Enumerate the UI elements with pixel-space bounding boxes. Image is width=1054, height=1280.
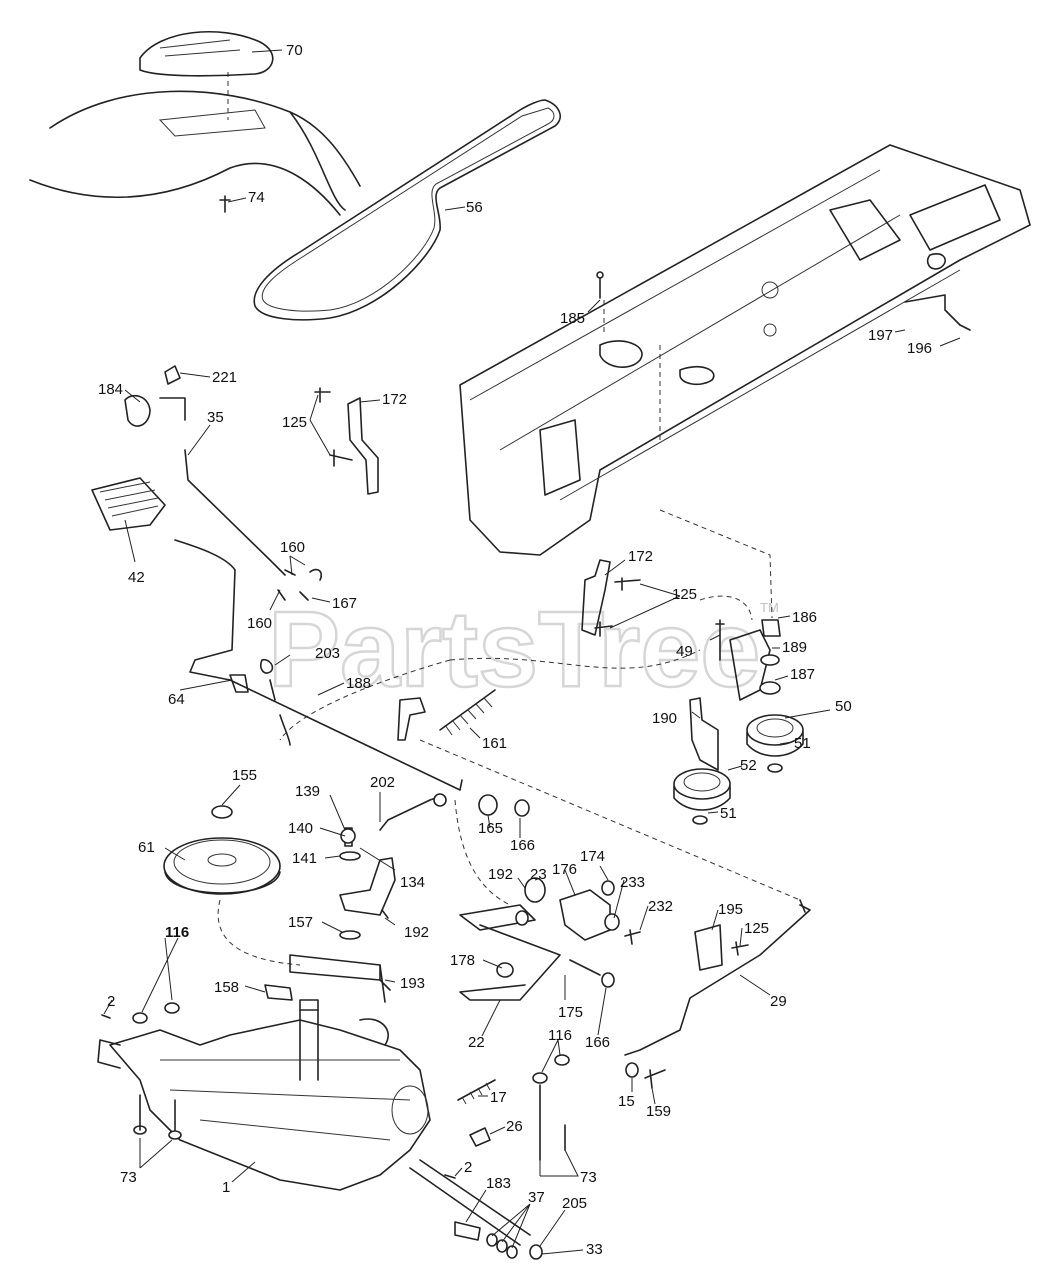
callout-labels: 70 74 56 185 197 196 221 184 35 172 125 … <box>98 42 932 1258</box>
callout-174: 174 <box>580 848 605 865</box>
shift-linkage <box>459 877 641 1001</box>
callout-51-upper: 51 <box>794 735 811 752</box>
callout-157: 157 <box>288 914 313 931</box>
callout-1: 1 <box>222 1179 230 1196</box>
callout-161: 161 <box>482 735 507 752</box>
callout-37: 37 <box>528 1189 545 1206</box>
pedal-linkage <box>91 365 463 791</box>
callout-15: 15 <box>618 1093 635 1110</box>
callout-70: 70 <box>286 42 303 59</box>
callout-42: 42 <box>128 569 145 586</box>
callout-29: 29 <box>770 993 787 1010</box>
bracket-158 <box>264 954 391 1003</box>
callout-134: 134 <box>400 874 425 891</box>
callout-166-lower: 166 <box>585 1034 610 1051</box>
callout-172-right: 172 <box>628 548 653 565</box>
callout-73-right: 73 <box>580 1169 597 1186</box>
callout-158: 158 <box>214 979 239 996</box>
callout-205: 205 <box>562 1195 587 1212</box>
callout-175: 175 <box>558 1004 583 1021</box>
watermark-tm: TM <box>760 600 779 615</box>
callout-139: 139 <box>295 783 320 800</box>
callout-187: 187 <box>790 666 815 683</box>
callout-159: 159 <box>646 1103 671 1120</box>
callout-197: 197 <box>868 327 893 344</box>
callout-165: 165 <box>478 820 503 837</box>
bracket-172-top <box>314 387 379 495</box>
callout-33: 33 <box>586 1241 603 1258</box>
callout-176: 176 <box>552 861 577 878</box>
callout-116-left: 116 <box>165 924 189 941</box>
callout-232: 232 <box>648 898 673 915</box>
pin-185-head <box>596 271 604 279</box>
callout-17: 17 <box>490 1089 507 1106</box>
callout-22: 22 <box>468 1034 485 1051</box>
callout-233: 233 <box>620 874 645 891</box>
callout-51-lower: 51 <box>720 805 737 822</box>
callout-160-upper: 160 <box>280 539 305 556</box>
dashed-guides <box>217 72 801 966</box>
callout-125-top: 125 <box>282 414 307 431</box>
callout-52: 52 <box>740 757 757 774</box>
callout-167: 167 <box>332 595 357 612</box>
callout-184: 184 <box>98 381 123 398</box>
callout-74: 74 <box>248 189 265 206</box>
callout-56: 56 <box>466 199 483 216</box>
spring-161 <box>397 689 496 741</box>
callout-203: 203 <box>315 645 340 662</box>
callout-155: 155 <box>232 767 257 784</box>
callout-2-upper: 2 <box>107 993 115 1010</box>
callout-2-lower: 2 <box>464 1159 472 1176</box>
pulley-61 <box>163 805 281 895</box>
callout-178: 178 <box>450 952 475 969</box>
callout-192-lower: 192 <box>404 924 429 941</box>
callout-64: 64 <box>168 691 185 708</box>
callout-185: 185 <box>560 310 585 327</box>
idler-assembly <box>581 559 804 825</box>
callout-61: 61 <box>138 839 155 856</box>
chassis-frame <box>459 144 1031 556</box>
callout-186: 186 <box>792 609 817 626</box>
callout-193: 193 <box>400 975 425 992</box>
callout-202: 202 <box>370 774 395 791</box>
callout-196: 196 <box>907 340 932 357</box>
callout-160-lower: 160 <box>247 615 272 632</box>
drive-belt <box>253 99 561 321</box>
callout-35: 35 <box>207 409 224 426</box>
callout-172-top: 172 <box>382 391 407 408</box>
leader-lines <box>103 49 961 1255</box>
callout-221: 221 <box>212 369 237 386</box>
callout-195: 195 <box>718 901 743 918</box>
callout-183: 183 <box>486 1175 511 1192</box>
hood-assembly <box>29 31 361 216</box>
callout-188: 188 <box>346 675 371 692</box>
callout-50: 50 <box>835 698 852 715</box>
callout-116-right: 116 <box>548 1027 572 1044</box>
callout-26: 26 <box>506 1118 523 1135</box>
callout-140: 140 <box>288 820 313 837</box>
callout-49: 49 <box>676 643 693 660</box>
watermark: PartsTree <box>268 588 760 709</box>
callout-125-right: 125 <box>672 586 697 603</box>
callout-189: 189 <box>782 639 807 656</box>
control-rod-29 <box>624 899 811 1089</box>
callout-73-left: 73 <box>120 1169 137 1186</box>
callout-23: 23 <box>530 866 547 883</box>
transaxle <box>97 999 531 1246</box>
bottom-hardware <box>444 1054 570 1260</box>
callout-141: 141 <box>292 850 317 867</box>
callout-125-lower: 125 <box>744 920 769 937</box>
callout-190: 190 <box>652 710 677 727</box>
callout-166-upper: 166 <box>510 837 535 854</box>
callout-192-upper: 192 <box>488 866 513 883</box>
